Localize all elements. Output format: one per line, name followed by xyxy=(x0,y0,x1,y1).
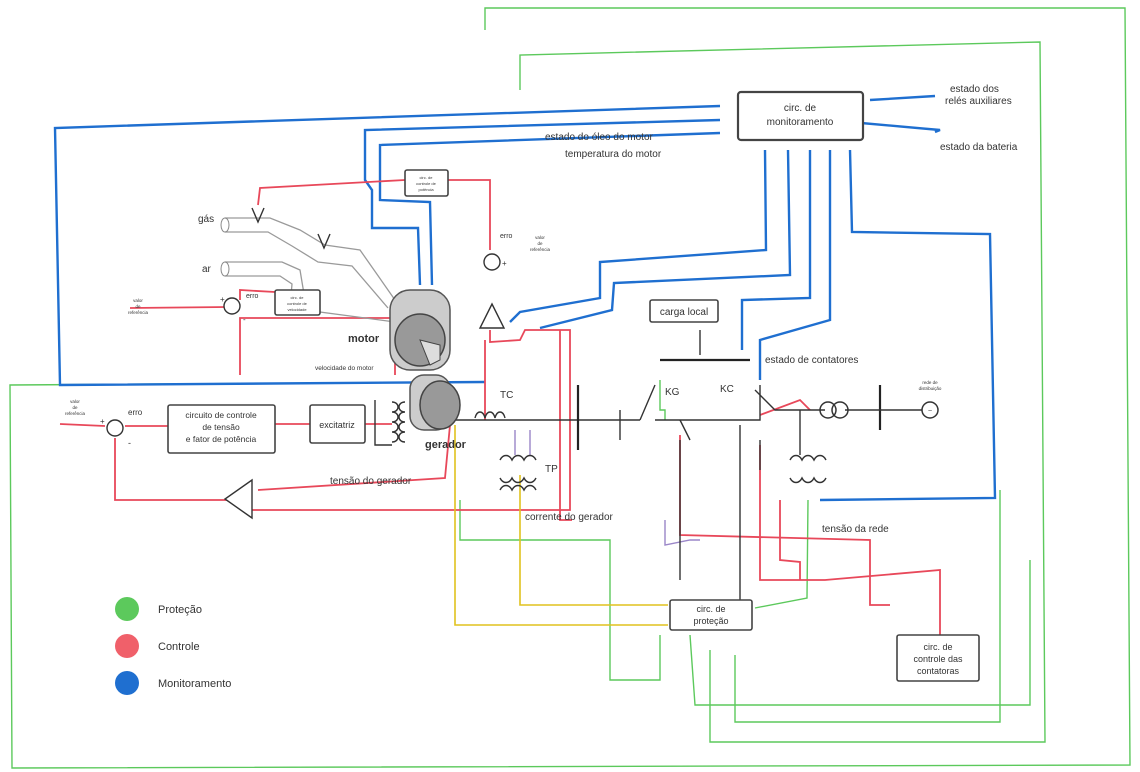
legend-label-monitoramento: Monitoramento xyxy=(158,678,231,690)
svg-text:contatoras: contatoras xyxy=(917,666,960,676)
power-wires xyxy=(450,330,922,600)
amplifier-left xyxy=(223,478,253,520)
voltage-control-box: circuito de controle de tensão e fator d… xyxy=(167,404,276,454)
svg-text:excitatriz: excitatriz xyxy=(319,420,355,430)
svg-text:circ. de: circ. de xyxy=(923,642,952,652)
label-corrente-gerador: corrente do gerador xyxy=(525,512,614,523)
legend-dot-protecao xyxy=(115,597,139,621)
label-kc: KC xyxy=(720,384,734,395)
protection-circuit-box: circ. de proteção xyxy=(669,599,753,631)
svg-text:e fator de potência: e fator de potência xyxy=(186,434,257,444)
svg-text:circuito de controle: circuito de controle xyxy=(185,410,257,420)
label-ref-voltage-2: de xyxy=(72,405,78,410)
svg-text:carga local: carga local xyxy=(660,307,708,318)
label-rede-2: distribuição xyxy=(919,386,942,391)
label-tensao-gerador: tensão do gerador xyxy=(330,476,412,487)
generator xyxy=(409,374,461,431)
label-kg: KG xyxy=(665,387,680,398)
monitoring-wires xyxy=(53,94,997,502)
sign-plus-power: + xyxy=(502,259,507,268)
contactor-control-box: circ. de controle das contatoras xyxy=(896,634,980,682)
legend-dot-monitoramento xyxy=(115,671,139,695)
label-ref-power-3: referência xyxy=(530,247,551,252)
tp-transformer xyxy=(499,454,537,492)
label-ar: ar xyxy=(202,264,212,275)
label-contatores: estado de contatores xyxy=(765,355,858,366)
monitoring-circuit-box: circ. de monitoramento xyxy=(736,90,865,142)
label-gerador: gerador xyxy=(425,439,467,451)
svg-text:circ. de: circ. de xyxy=(291,295,305,300)
svg-text:controle das: controle das xyxy=(913,654,963,664)
legend-label-controle: Controle xyxy=(158,641,200,653)
local-load-box: carga local xyxy=(649,299,719,323)
summing-junction-power xyxy=(483,253,501,271)
sign-minus-voltage: - xyxy=(128,438,131,448)
svg-text:velocidade: velocidade xyxy=(287,307,307,312)
label-ref-power-2: de xyxy=(537,241,543,246)
transformer-primary xyxy=(819,401,837,419)
label-tensao-rede: tensão da rede xyxy=(822,524,889,535)
motor xyxy=(389,289,451,371)
label-ref-speed-2: de xyxy=(135,304,141,309)
svg-text:monitoramento: monitoramento xyxy=(767,117,834,128)
label-motor: motor xyxy=(348,333,380,345)
transformer-secondary xyxy=(831,401,849,419)
grid-sensor-transformer xyxy=(789,454,827,484)
svg-text:de tensão: de tensão xyxy=(202,422,240,432)
exciter-box: excitatriz xyxy=(309,404,366,444)
svg-text:circ. de: circ. de xyxy=(696,604,725,614)
label-reles-line2: relés auxiliares xyxy=(945,96,1012,107)
label-bateria: estado da bateria xyxy=(940,142,1018,153)
svg-text:proteção: proteção xyxy=(693,616,728,626)
svg-text:controle de: controle de xyxy=(416,181,437,186)
protection-wires xyxy=(9,7,1131,769)
amplifier-up xyxy=(478,302,506,329)
label-ref-power-1: valor xyxy=(535,235,545,240)
label-ref-speed-3: referência xyxy=(128,310,149,315)
svg-text:~: ~ xyxy=(928,408,932,415)
control-wires xyxy=(59,179,941,650)
power-control-box: circ. de controle de potência xyxy=(404,169,449,197)
speed-control-box: circ. de controle de velocidade xyxy=(274,289,321,316)
label-tc: TC xyxy=(500,390,513,401)
label-gas: gás xyxy=(198,214,214,225)
label-ref-voltage-3: referência xyxy=(65,411,86,416)
svg-text:circ. de: circ. de xyxy=(784,103,817,114)
svg-text:potência: potência xyxy=(418,187,434,192)
excitation-coils xyxy=(374,400,406,446)
label-ref-speed-1: valor xyxy=(133,298,143,303)
label-erro-voltage: erro xyxy=(128,408,143,417)
sensor-wires xyxy=(454,425,700,626)
summing-junction-voltage xyxy=(106,419,124,437)
svg-text:circ. de: circ. de xyxy=(420,175,434,180)
fuel-pipes xyxy=(220,207,396,323)
tc-coil xyxy=(474,411,506,419)
legend-label-protecao: Proteção xyxy=(158,604,202,616)
legend-dot-controle xyxy=(115,634,139,658)
label-temperatura: temperatura do motor xyxy=(565,149,662,160)
label-erro-power: erro xyxy=(500,233,513,240)
label-rede-1: rede de xyxy=(922,380,938,385)
grid-source xyxy=(921,401,939,419)
sign-plus-voltage: + xyxy=(100,417,105,426)
label-erro-speed: erro xyxy=(246,293,259,300)
label-ref-voltage-1: valor xyxy=(70,399,80,404)
label-tp: TP xyxy=(545,464,558,475)
sign-plus-speed: + xyxy=(220,295,225,304)
svg-text:controle de: controle de xyxy=(287,301,308,306)
label-reles-line1: estado dos xyxy=(950,84,999,95)
summing-junction-speed xyxy=(223,297,241,315)
sign-minus-speed: - xyxy=(243,315,246,324)
legend: Proteção Controle Monitoramento xyxy=(115,597,231,695)
label-velocidade: velocidade do motor xyxy=(315,365,374,372)
label-oleo: estado do óleo do motor xyxy=(545,132,654,143)
